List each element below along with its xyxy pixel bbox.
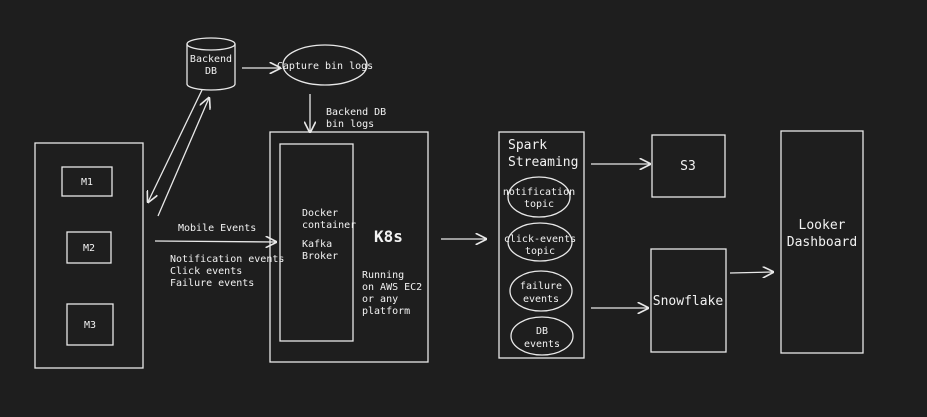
topic-notification-shape	[507, 176, 571, 218]
docker-label-line1: Docker	[302, 208, 338, 219]
snowflake-label: Snowflake	[653, 294, 724, 309]
topic-failure-line1: failure	[520, 281, 562, 292]
kafka-label-line2: Broker	[302, 251, 338, 262]
spark-label-line2: Streaming	[508, 155, 578, 170]
m3-label: M3	[84, 320, 96, 331]
bin-logs-label-line1: Backend DB	[326, 107, 386, 118]
mobile-events-label: Mobile Events	[178, 223, 256, 234]
docker-label-line2: container	[302, 220, 356, 231]
arrow-db-to-mobile	[148, 89, 203, 202]
looker-label-line2: Dashboard	[787, 235, 857, 250]
arrow-snowflake-to-looker	[729, 272, 773, 273]
m2-label: M2	[83, 243, 95, 254]
kafka-label-line1: Kafka	[302, 239, 332, 250]
backend-db-node: Backend DB	[186, 37, 236, 91]
topic-notification-line2: topic	[524, 199, 554, 210]
capture-bin-logs-label: Capture bin logs	[277, 61, 373, 72]
topic-click-line1: click-events	[504, 234, 576, 245]
event-type-notification: Notification events	[170, 254, 284, 265]
spark-streaming-node: Spark Streaming notification topic click…	[498, 131, 585, 359]
backend-db-label-line1: Backend	[190, 54, 232, 65]
topic-failure-shape	[509, 270, 573, 312]
event-type-failure: Failure events	[170, 278, 254, 289]
topic-db-shape	[510, 316, 574, 356]
m1-label: M1	[81, 177, 93, 188]
k8s-note-line4: platform	[362, 306, 410, 317]
backend-db-label-line2: DB	[205, 66, 217, 77]
looker-label-line1: Looker	[799, 218, 846, 233]
s3-node: S3	[651, 134, 726, 198]
event-type-click: Click events	[170, 266, 242, 277]
topic-db-line2: events	[524, 339, 560, 350]
topic-click-shape	[507, 222, 573, 262]
topic-notification-line1: notification	[503, 187, 575, 198]
snowflake-node: Snowflake	[650, 248, 727, 353]
topic-failure-line2: events	[523, 294, 559, 305]
topic-click-line2: topic	[525, 246, 555, 257]
topic-db-line1: DB	[536, 326, 548, 337]
arrow-mobile-to-kafka	[154, 241, 276, 242]
k8s-node: Docker container Kafka Broker K8s Runnin…	[269, 131, 429, 363]
k8s-note-line3: or any	[362, 294, 398, 305]
spark-label-line1: Spark	[508, 138, 547, 153]
k8s-note-line2: on AWS EC2	[362, 282, 422, 293]
capture-bin-logs-node: Capture bin logs	[277, 44, 373, 86]
s3-label: S3	[680, 159, 696, 174]
mobile-devices-node: M1 M2 M3	[34, 142, 144, 369]
k8s-note-line1: Running	[362, 270, 404, 281]
k8s-label: K8s	[374, 227, 403, 246]
arrow-mobile-to-db	[157, 98, 209, 217]
bin-logs-label-line2: bin logs	[326, 119, 374, 130]
looker-dashboard-node: Looker Dashboard	[780, 130, 864, 354]
